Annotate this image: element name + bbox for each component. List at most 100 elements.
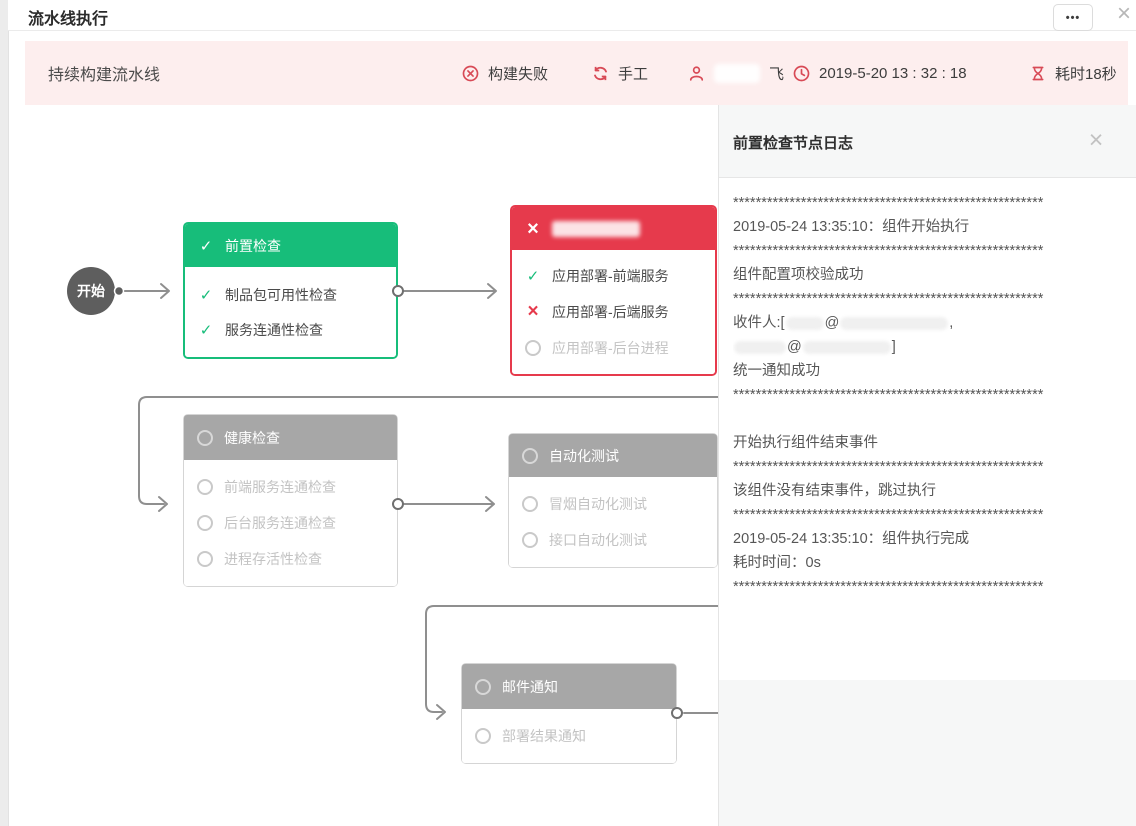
log-text: ****************************************…	[733, 195, 1044, 211]
flow-node-mail-notify[interactable]: 邮件通知 部署结果通知	[461, 663, 677, 764]
flow-node-pre-check[interactable]: ✓ 前置检查 ✓ 制品包可用性检查 ✓ 服务连通性检查	[183, 222, 398, 359]
node-step[interactable]: ✓ 服务连通性检查	[185, 312, 396, 347]
pending-circle-icon	[522, 532, 538, 548]
node-step[interactable]: 应用部署-后台进程	[512, 330, 715, 366]
node-step[interactable]: ✓ 制品包可用性检查	[185, 277, 396, 312]
step-label: 应用部署-后台进程	[552, 340, 669, 356]
node-step[interactable]: ✓ 应用部署-前端服务	[512, 258, 715, 294]
trigger-mode-item: 手工	[592, 41, 648, 105]
redacted-node-title	[552, 220, 640, 237]
log-text: 收件人:[	[733, 315, 785, 331]
step-label: 部署结果通知	[502, 728, 586, 744]
step-label: 应用部署-后端服务	[552, 304, 669, 320]
arrowhead-icon	[487, 283, 497, 299]
log-panel-close-icon[interactable]: ×	[1088, 125, 1104, 154]
node-header-auto-test: 自动化测试	[509, 434, 717, 477]
step-label: 进程存活性检查	[224, 551, 322, 567]
build-status-bar: 持续构建流水线 构建失败 手工 飞 2019-5-20 13 : 32 : 18	[25, 41, 1128, 105]
log-text: 耗时时间：0s	[733, 555, 821, 571]
arrowhead-icon	[158, 496, 168, 512]
pending-circle-icon	[525, 340, 541, 356]
pending-circle-icon	[197, 429, 213, 446]
node-header-app-deploy: ×	[512, 207, 715, 250]
log-redacted-text	[734, 340, 786, 354]
log-text: 组件配置项校验成功	[733, 267, 864, 283]
pending-circle-icon	[197, 515, 213, 531]
arrowhead-icon	[436, 704, 446, 720]
duration-label: 耗时18秒	[1055, 65, 1117, 83]
pending-circle-icon	[475, 728, 491, 744]
node-step[interactable]: 后台服务连通检查	[184, 505, 397, 541]
hourglass-icon	[1032, 66, 1044, 80]
start-output-port	[113, 285, 125, 297]
log-text: ****************************************…	[733, 291, 1044, 307]
more-actions-button[interactable]: •••	[1053, 4, 1093, 31]
log-line: @]	[733, 335, 1127, 359]
node-step[interactable]: 前端服务连通检查	[184, 469, 397, 505]
node-body: 前端服务连通检查 后台服务连通检查 进程存活性检查	[184, 460, 397, 586]
node-log-panel: 前置检查节点日志 × *****************************…	[718, 105, 1136, 826]
flow-start-node[interactable]: 开始	[67, 267, 115, 315]
log-line: ****************************************…	[733, 239, 1127, 263]
log-line: ****************************************…	[733, 455, 1127, 479]
step-label: 制品包可用性检查	[225, 286, 337, 303]
cross-icon: ×	[527, 301, 539, 322]
node-step[interactable]: 部署结果通知	[462, 717, 676, 755]
executor-name-visible: 飞	[769, 65, 785, 83]
log-text: ]	[891, 339, 896, 355]
log-text: ****************************************…	[733, 243, 1044, 259]
step-label: 接口自动化测试	[549, 532, 647, 548]
step-label: 冒烟自动化测试	[549, 496, 647, 512]
node-body: ✓ 应用部署-前端服务 × 应用部署-后端服务 应用部署-后台进程	[512, 250, 715, 374]
node-header-mail-notify: 邮件通知	[462, 664, 676, 709]
trigger-mode-label: 手工	[618, 65, 649, 83]
node-title: 前置检查	[225, 237, 281, 254]
log-text: ,	[949, 315, 954, 331]
step-label: 后台服务连通检查	[224, 515, 336, 531]
node-title: 健康检查	[224, 429, 280, 446]
log-text: 2019-05-24 13:35:10：组件执行完成	[733, 531, 970, 547]
node-step[interactable]: 冒烟自动化测试	[509, 486, 717, 522]
flow-node-auto-test[interactable]: 自动化测试 冒烟自动化测试 接口自动化测试	[508, 433, 718, 568]
log-content: ****************************************…	[719, 178, 1136, 680]
log-line: ****************************************…	[733, 383, 1127, 407]
node-step[interactable]: × 应用部署-后端服务	[512, 294, 715, 330]
pending-circle-icon	[197, 551, 213, 567]
log-line: 开始执行组件结束事件	[733, 431, 1127, 455]
arrowhead-icon	[485, 496, 495, 512]
run-time-label: 2019-5-20 13 : 32 : 18	[819, 64, 967, 82]
executor-item: 飞	[688, 41, 784, 105]
node-step[interactable]: 接口自动化测试	[509, 522, 717, 558]
log-text: ****************************************…	[733, 387, 1044, 403]
node-header-health-check: 健康检查	[184, 415, 397, 460]
log-line: 2019-05-24 13:35:10：组件执行完成	[733, 527, 1127, 551]
log-redacted-text	[840, 316, 949, 330]
log-line: ****************************************…	[733, 575, 1127, 599]
clock-icon	[793, 65, 810, 81]
log-text: ****************************************…	[733, 459, 1044, 475]
log-panel-header: 前置检查节点日志 ×	[719, 105, 1136, 178]
cross-icon: ×	[527, 217, 539, 240]
refresh-icon	[594, 66, 607, 80]
log-text: 该组件没有结束事件，跳过执行	[733, 483, 936, 499]
flow-node-health-check[interactable]: 健康检查 前端服务连通检查 后台服务连通检查 进程存活性检查	[183, 414, 398, 587]
node-body: 冒烟自动化测试 接口自动化测试	[509, 477, 717, 567]
log-text: 开始执行组件结束事件	[733, 435, 878, 451]
pending-circle-icon	[475, 678, 491, 695]
log-text: @	[824, 315, 840, 331]
pending-circle-icon	[522, 496, 538, 512]
log-line: 组件配置项校验成功	[733, 263, 1127, 287]
window-close-icon[interactable]: ×	[1116, 0, 1131, 27]
check-icon: ✓	[199, 321, 213, 339]
duration-item: 耗时18秒	[1030, 41, 1117, 105]
flow-node-app-deploy[interactable]: × ✓ 应用部署-前端服务 × 应用部署-后端服务 应用部署-后台进程	[510, 205, 717, 376]
node-step[interactable]: 进程存活性检查	[184, 541, 397, 577]
check-icon: ✓	[526, 268, 540, 285]
log-text: 统一通知成功	[733, 363, 820, 379]
window-header: 流水线执行 ••• ×	[8, 0, 1136, 31]
log-text: @	[787, 339, 802, 355]
log-text: ****************************************…	[733, 579, 1044, 595]
log-redacted-text	[802, 340, 891, 354]
log-line	[733, 407, 1127, 431]
